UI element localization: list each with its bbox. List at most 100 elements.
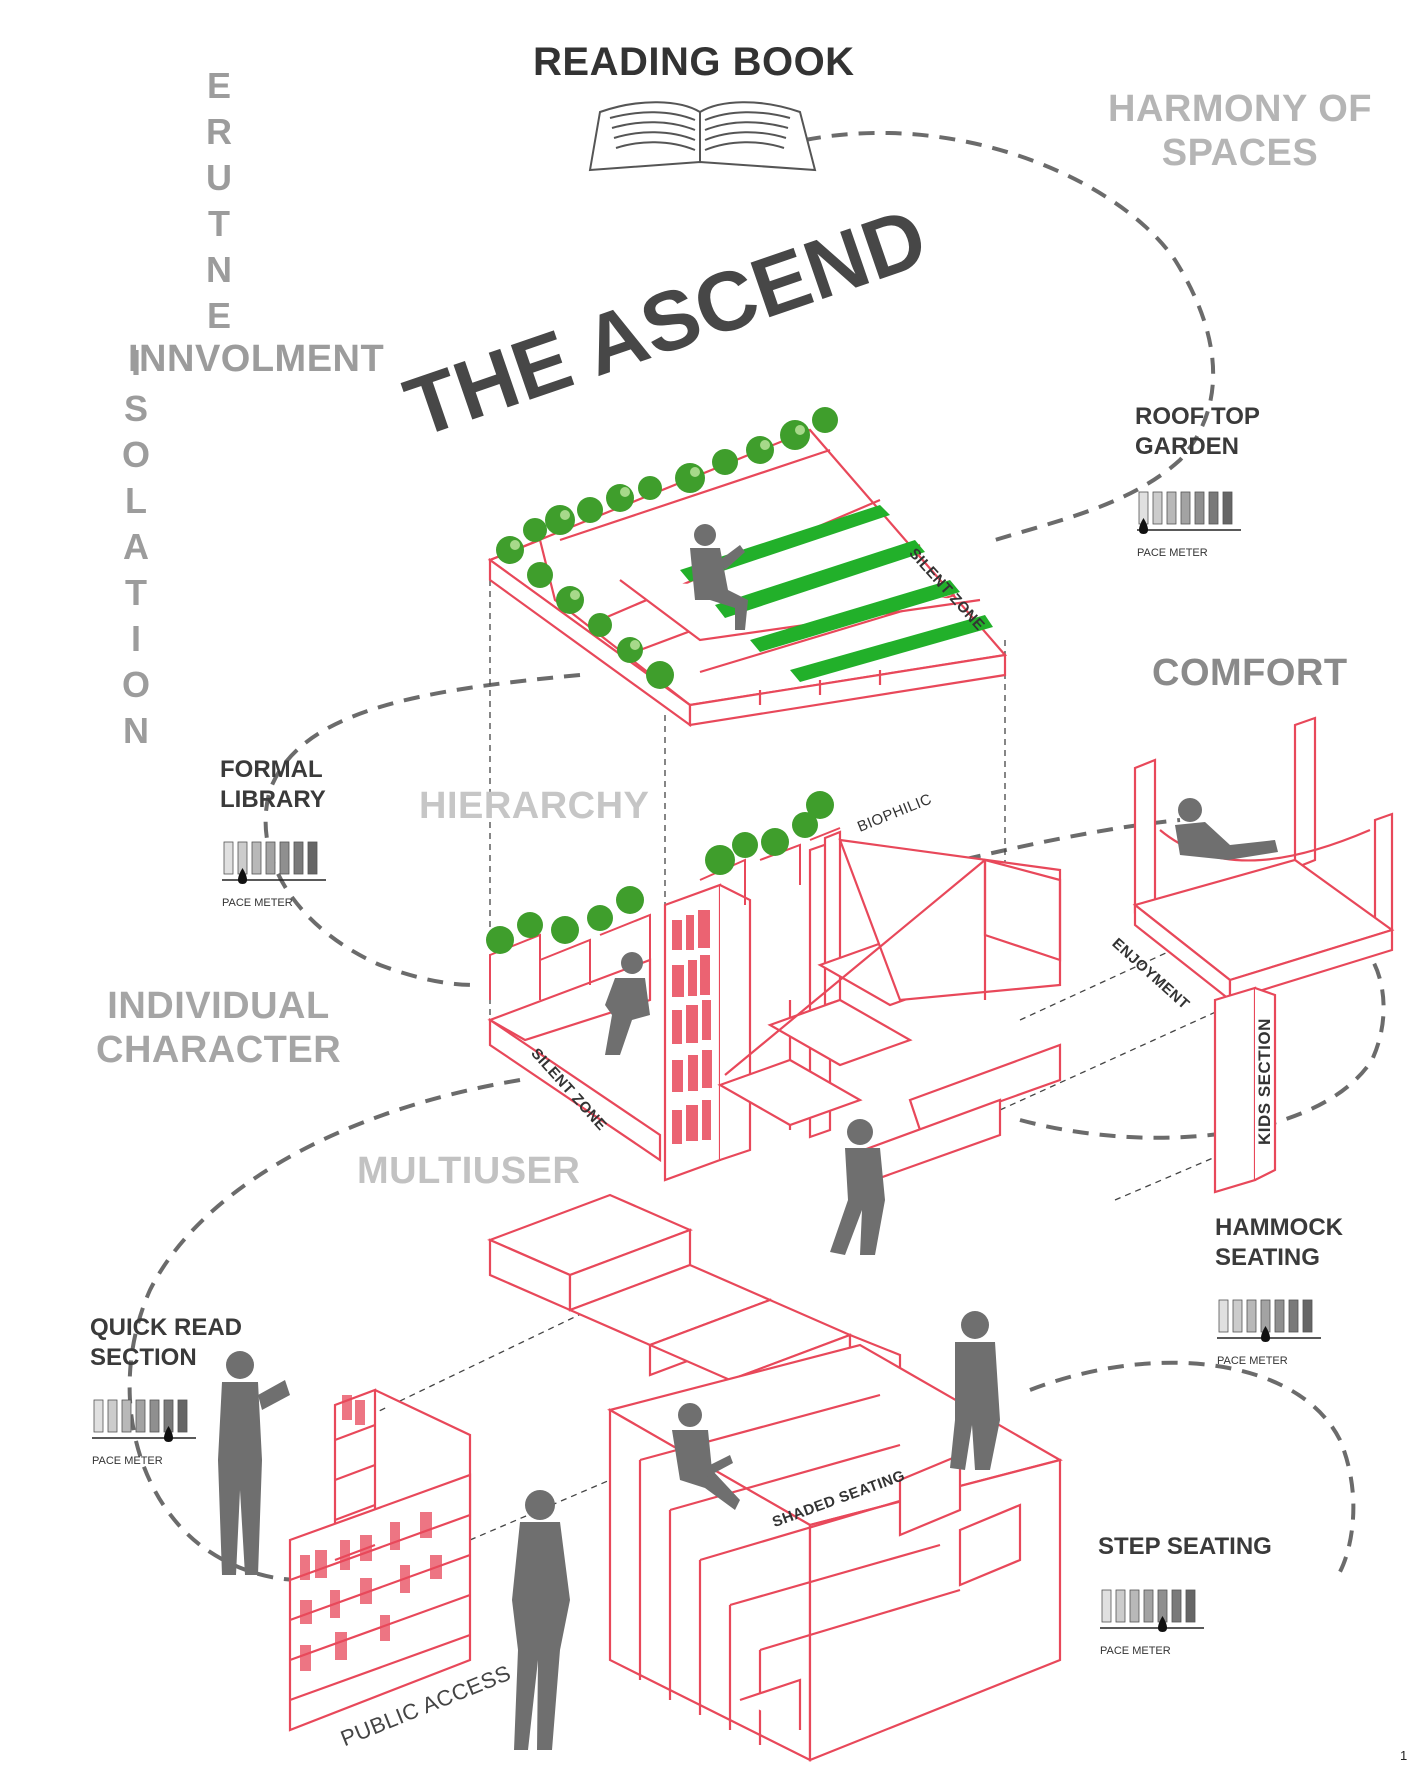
pace-meter-bar [1246,1299,1257,1333]
concept-hierarchy: HIERARCHY [419,785,650,827]
vertical-letter: T [125,572,147,613]
page-number: 1 [1400,1748,1408,1763]
zone-line: FORMAL [220,756,323,783]
zone-roof-top-garden: ROOF TOP GARDEN [1135,402,1260,462]
vertical-letter: N [206,249,232,290]
vertical-word-isolation: I S O L A T I O N [116,340,156,754]
concept-individual-character: INDIVIDUAL CHARACTER [96,985,341,1072]
pace-meter-bar [307,841,318,875]
concept-harmony: HARMONY OF SPACES [1105,88,1375,175]
pace-meter-graphic [222,841,326,884]
pace-meter-label: PACE METER [1137,547,1208,559]
pace-meter-marker-icon [1261,1326,1270,1342]
hammock-reader-silhouette [1175,798,1278,860]
step-seating-block [607,1343,1063,1762]
quick-read-shelves [288,1388,472,1732]
pace-meter-bar [135,1399,146,1433]
zone-step-seating: STEP SEATING [1098,1533,1272,1560]
pace-meter-bar [1208,491,1219,525]
concept-line: CHARACTER [96,1028,342,1071]
tower-books [672,910,712,1144]
pace-meter-step-seating: PACE METER [1100,1588,1210,1657]
pace-meter-label: PACE METER [1100,1645,1171,1657]
pace-meter-library: PACE METER [222,840,332,909]
hammock-kids-tower [1132,716,1395,1194]
vertical-letter: I [130,342,141,383]
vertical-letter: E [206,295,231,336]
zone-line: SEATING [1215,1244,1320,1271]
vertical-letter: L [125,480,147,521]
roof-reader-silhouette [690,524,748,630]
zone-line: HAMMOCK [1215,1214,1343,1241]
vertical-letter: O [121,434,150,475]
zone-formal-library: FORMAL LIBRARY [220,755,326,815]
pace-meter-bar [223,841,234,875]
pace-meter-bar [1288,1299,1299,1333]
pace-meter-bar [1129,1589,1140,1623]
pace-meter-bar [1218,1299,1229,1333]
pace-meter-graphic [1137,491,1241,534]
pace-meter-bar [251,841,262,875]
pace-meter-bar [93,1399,104,1433]
vertical-letter: I [130,618,141,659]
vertical-letter: S [123,388,148,429]
mid-planters [489,827,841,1000]
open-book-icon [588,101,817,172]
pace-meter-bar [1152,491,1163,525]
pace-meter-bar [1302,1299,1313,1333]
vertical-letter: E [206,65,231,106]
concept-comfort: COMFORT [1152,652,1348,694]
pace-meter-graphic [92,1399,196,1442]
pace-meter-marker-icon [1158,1616,1167,1632]
pace-meter-graphic [1100,1589,1204,1632]
pace-meter-label: PACE METER [222,897,293,909]
pace-meter-bar [149,1399,160,1433]
pace-meter-roof: PACE METER [1137,490,1247,559]
pace-meter-bar [293,841,304,875]
concept-multiuser: MULTIUSER [357,1150,581,1192]
pace-meter-bar [121,1399,132,1433]
connector-multiuser [127,1078,521,1582]
roof-plant-highlights [510,425,805,650]
pace-meter-bar [1222,491,1233,525]
zone-line: ROOF TOP [1135,403,1260,430]
connector-book-to-roof [804,131,1216,542]
quick-read-books [300,1395,442,1671]
standing-figures [218,1351,570,1750]
page-title: READING BOOK [533,40,855,84]
zone-hammock-seating: HAMMOCK SEATING [1215,1213,1343,1273]
concept-innvolment: INNVOLMENT [128,338,385,380]
pace-meter-bar [265,841,276,875]
pace-meter-marker-icon [1139,518,1148,534]
zone-line: GARDEN [1135,433,1240,460]
pace-meter-graphic [1217,1299,1321,1342]
pace-meter-bar [1166,491,1177,525]
pace-meter-marker-icon [164,1426,173,1442]
vertical-letter: A [123,526,149,567]
connector-kids-loop [1019,943,1386,1140]
tag-kids-section: KIDS SECTION [1255,1018,1274,1145]
zone-quick-read: QUICK READ SECTION [90,1313,242,1373]
pace-meter-bar [1180,491,1191,525]
pace-meter-bar [1143,1589,1154,1623]
pace-meter-label: PACE METER [1217,1355,1288,1367]
pace-meter-bar [1194,491,1205,525]
pace-meter-bar [1232,1299,1243,1333]
pace-meter-bar [1185,1589,1196,1623]
zone-line: SECTION [90,1344,197,1371]
pace-meter-bar [177,1399,188,1433]
vertical-letter: N [123,710,149,751]
vertical-word-erutne: E R U T N E [199,63,239,339]
pace-meter-hammock: PACE METER [1217,1298,1327,1367]
pace-meter-bar [1101,1589,1112,1623]
pace-meter-bar [279,841,290,875]
zone-line: QUICK READ [90,1314,243,1341]
connector-formal-library [263,673,581,987]
pace-meter-bar [1115,1589,1126,1623]
vertical-letter: R [206,111,232,152]
vertical-letter: O [121,664,150,705]
concept-line: HARMONY OF [1108,88,1372,130]
library-level [487,830,1062,1187]
concept-line: SPACES [1161,131,1319,174]
